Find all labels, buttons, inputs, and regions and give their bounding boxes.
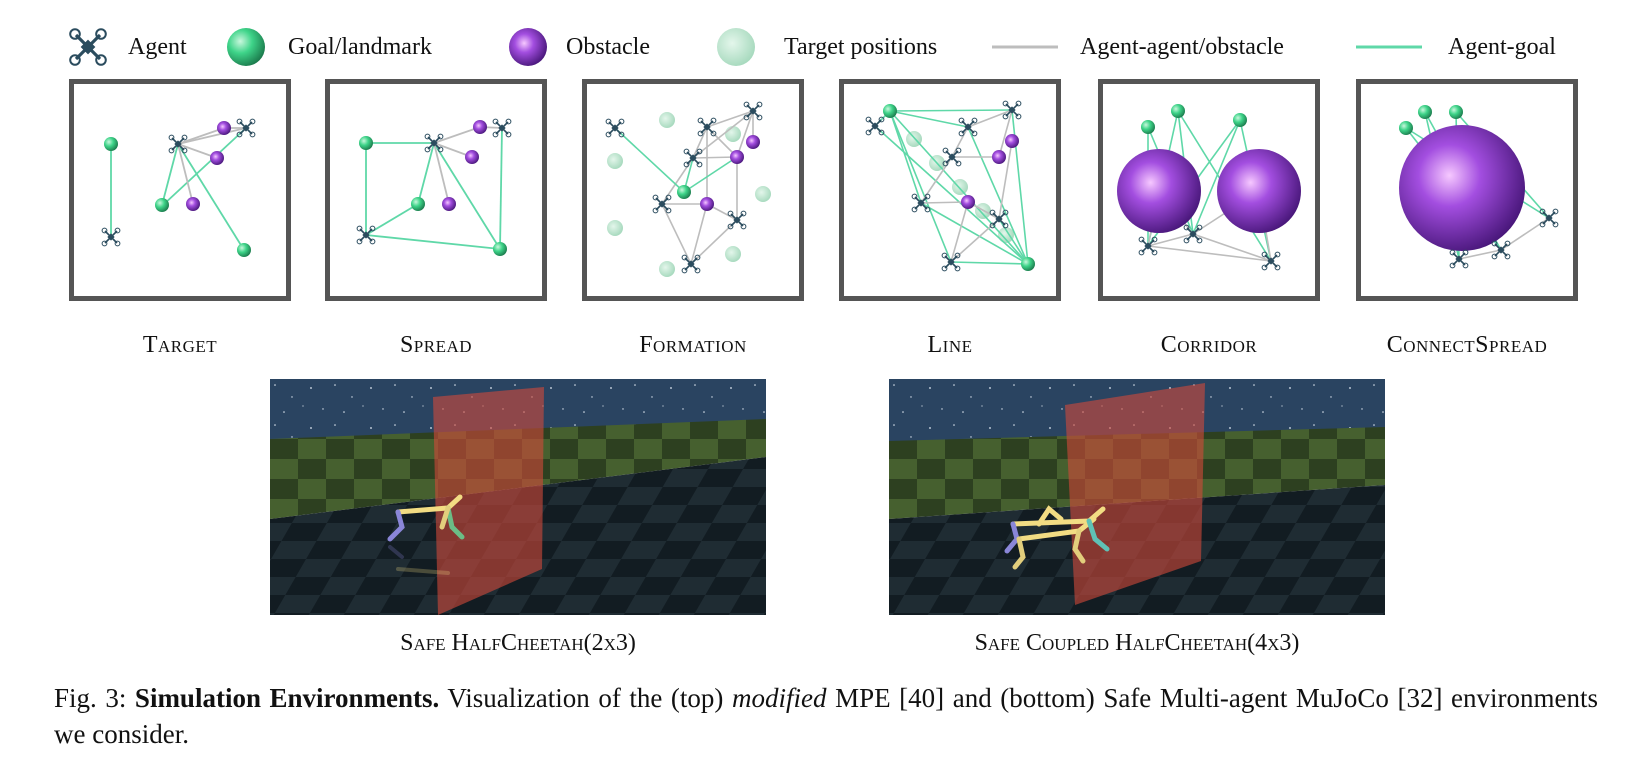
legend-agent-label: Agent [128,33,187,60]
agent-icon [68,27,108,67]
figure-label: Fig. 3: [54,683,127,713]
legend-goal: Goal/landmark [224,22,432,72]
legend-agent-goal: Agent-goal [1354,22,1556,72]
obstacle-icon [509,28,547,66]
panel-corridor [1098,79,1320,301]
panel-line [839,79,1061,301]
caption-line: Line [927,332,973,358]
panel-target [69,79,291,301]
figure-text-2: MPE [40] and (bottom) Safe Multi-agent M… [54,683,1599,749]
panel-spread [325,79,547,301]
figure-emph: modified [732,683,827,713]
green-edge-icon [1356,45,1422,49]
caption-formation: Formation [639,332,747,358]
legend-obstacle-label: Obstacle [566,33,650,60]
legend-target-label: Target positions [784,33,938,60]
scene-coupled-halfcheetah [889,379,1385,615]
figure-title: Simulation Environments. [134,683,440,713]
scene-halfcheetah [270,379,766,615]
legend-agent: Agent [66,22,187,72]
legend-obstacle: Obstacle [506,22,650,72]
legend-agent-agent: Agent-agent/obstacle [990,22,1284,72]
caption-target: Target [142,332,218,358]
legend-agent-goal-label: Agent-goal [1448,33,1556,60]
caption-connectspread: ConnectSpread [1386,332,1548,358]
caption-spread: Spread [399,332,473,358]
caption-corridor: Corridor [1160,332,1258,358]
caption-halfcheetah: Safe HalfCheetah(2x3) [400,630,636,656]
figure-caption: Fig. 3: Simulation Environments. Visuali… [54,680,1598,752]
caption-coupled-halfcheetah: Safe Coupled HalfCheetah(4x3) [974,630,1300,656]
panel-formation [582,79,804,301]
target-position-icon [717,28,755,66]
goal-icon [227,28,265,66]
gray-edge-icon [992,45,1058,49]
legend-agent-agent-label: Agent-agent/obstacle [1080,33,1284,60]
legend-goal-label: Goal/landmark [288,33,432,60]
legend: Agent Goal/landmark Obstacle Target posi… [66,22,1586,72]
legend-target: Target positions [714,22,937,72]
figure-text-1: Visualization of the (top) [447,683,724,713]
panel-connectspread [1356,79,1578,301]
